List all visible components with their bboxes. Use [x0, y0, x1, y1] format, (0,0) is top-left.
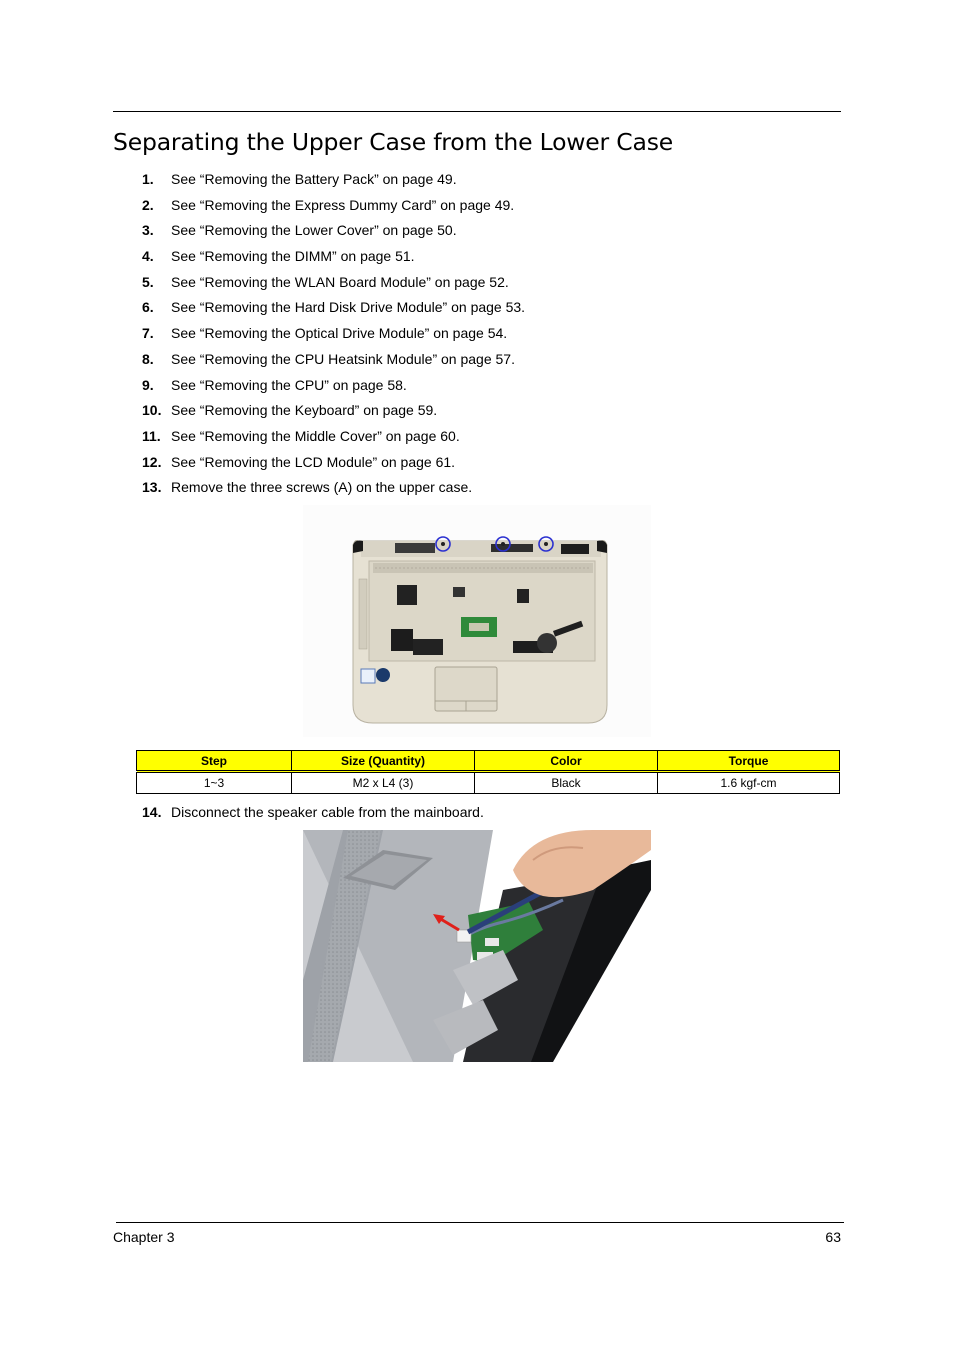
footer-rule — [116, 1222, 844, 1223]
cell-color: Black — [474, 771, 658, 794]
table-header-row: Step Size (Quantity) Color Torque — [136, 750, 840, 773]
steps-list: 1.See “Removing the Battery Pack” on pag… — [142, 170, 525, 504]
step-item: 8.See “Removing the CPU Heatsink Module”… — [142, 350, 515, 367]
step-item: 9.See “Removing the CPU” on page 58. — [142, 376, 407, 393]
header-color: Color — [474, 750, 658, 773]
step-item: 7.See “Removing the Optical Drive Module… — [142, 325, 508, 342]
header-torque: Torque — [657, 750, 840, 773]
table-row: 1~3 M2 x L4 (3) Black 1.6 kgf-cm — [136, 771, 840, 794]
step-item: 12.See “Removing the LCD Module” on page… — [142, 453, 456, 470]
step-item: 3.See “Removing the Lower Cover” on page… — [142, 222, 457, 239]
step-item: 1.See “Removing the Battery Pack” on pag… — [142, 171, 457, 187]
upper-case-photo — [303, 505, 651, 737]
header-step: Step — [136, 750, 292, 773]
step-item: 11.See “Removing the Middle Cover” on pa… — [142, 427, 460, 444]
footer-page-number: 63 — [825, 1229, 841, 1245]
cell-size: M2 x L4 (3) — [291, 771, 475, 794]
step-item: 5.See “Removing the WLAN Board Module” o… — [142, 273, 509, 290]
header-size: Size (Quantity) — [291, 750, 475, 773]
header-rule — [113, 111, 841, 112]
section-title: Separating the Upper Case from the Lower… — [113, 128, 673, 156]
step-item: 10.See “Removing the Keyboard” on page 5… — [142, 402, 438, 419]
step-item: 14.Disconnect the speaker cable from the… — [142, 804, 484, 820]
step-item: 6.See “Removing the Hard Disk Drive Modu… — [142, 299, 526, 316]
footer-chapter: Chapter 3 — [113, 1229, 175, 1245]
screw-spec-table: Step Size (Quantity) Color Torque 1~3 M2… — [136, 750, 840, 794]
step-item: 4.See “Removing the DIMM” on page 51. — [142, 248, 415, 265]
speaker-cable-photo — [303, 830, 651, 1062]
step-item: 2.See “Removing the Express Dummy Card” … — [142, 196, 515, 213]
step-item: 13.Remove the three screws (A) on the up… — [142, 479, 473, 496]
cell-step: 1~3 — [136, 771, 292, 794]
cell-torque: 1.6 kgf-cm — [657, 771, 840, 794]
